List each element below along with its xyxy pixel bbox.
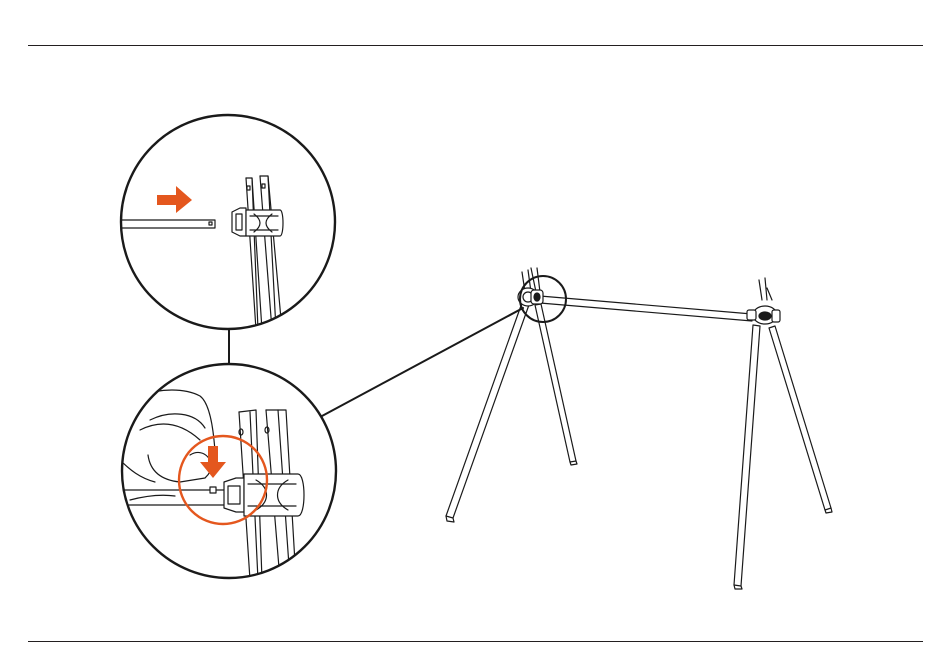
detail-step-2 (110, 364, 336, 580)
vertical-posts (246, 176, 282, 330)
hand (120, 390, 215, 500)
crossbar (540, 296, 752, 321)
left-back-leg (535, 304, 577, 465)
right-post-top (759, 278, 772, 300)
right-arrow-icon (157, 186, 192, 213)
down-arrow-icon (200, 446, 226, 478)
detail-step-1 (110, 115, 335, 330)
right-front-leg (734, 325, 760, 589)
detail-circle-1 (121, 115, 335, 329)
stand-frame (446, 268, 832, 589)
clamp-block (232, 208, 283, 236)
crossbar-tube (110, 220, 215, 228)
right-back-leg (769, 326, 832, 513)
left-front-leg (446, 300, 530, 522)
